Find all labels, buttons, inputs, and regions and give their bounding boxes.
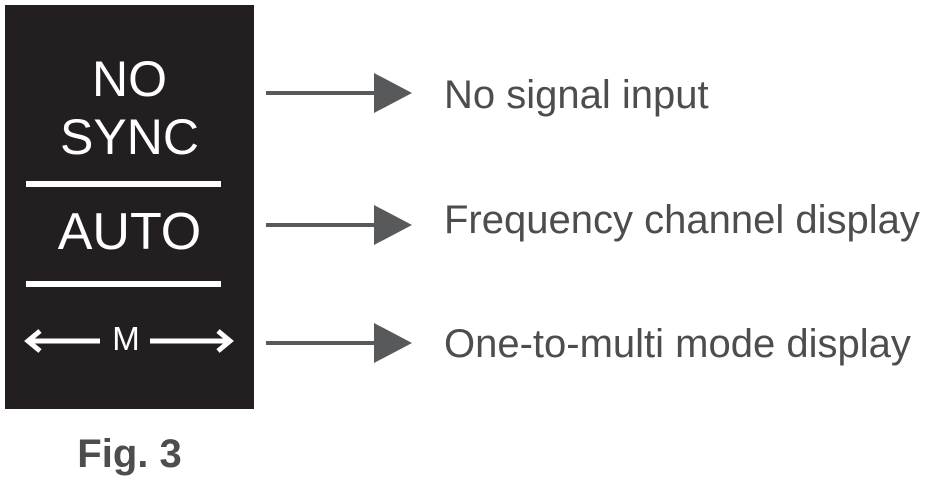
display-panel: NO SYNC AUTO M xyxy=(5,5,254,409)
description-no-signal: No signal input xyxy=(444,73,709,117)
double-arrow-icon xyxy=(24,329,234,353)
description-one-to-multi: One-to-multi mode display xyxy=(444,322,911,366)
no-sync-line1: NO xyxy=(92,51,167,107)
mode-letter: M xyxy=(112,320,140,357)
description-frequency-channel: Frequency channel display xyxy=(444,198,920,242)
figure-caption: Fig. 3 xyxy=(77,432,182,476)
divider-bottom xyxy=(26,281,221,287)
divider-top xyxy=(26,181,221,187)
arrow-right-icon xyxy=(266,205,412,245)
one-to-multi-indicator: M xyxy=(20,319,240,359)
arrow-right-icon xyxy=(266,73,412,113)
no-sync-line2: SYNC xyxy=(60,109,199,165)
auto-label: AUTO xyxy=(57,203,202,261)
arrow-right-icon xyxy=(266,323,412,363)
